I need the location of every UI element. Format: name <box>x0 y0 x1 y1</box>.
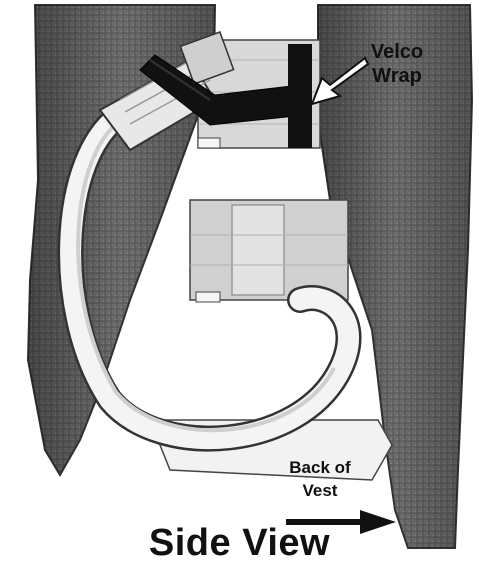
back-of-vest-label: Back of Vest <box>284 456 356 502</box>
middle-side-strap <box>190 200 348 302</box>
side-view-caption: Side View <box>0 521 479 565</box>
velco-wrap-label: Velco Wrap <box>352 40 442 88</box>
